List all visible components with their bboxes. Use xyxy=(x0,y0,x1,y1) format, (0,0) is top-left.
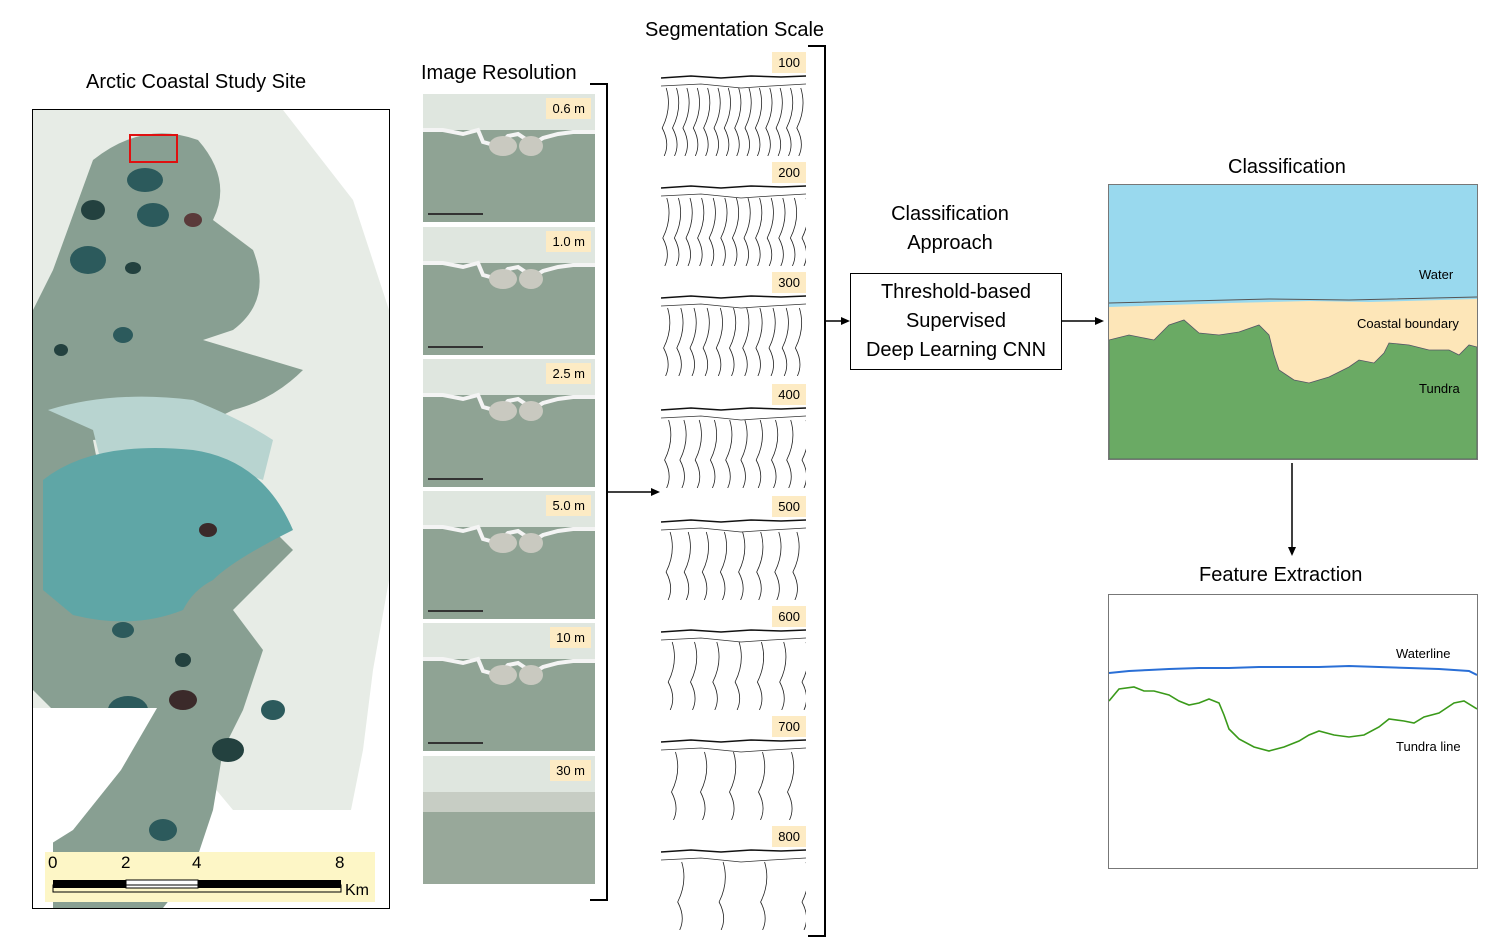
resolution-label: 2.5 m xyxy=(546,363,591,384)
classification-map: Water Coastal boundary Tundra xyxy=(1108,184,1478,460)
segmentation-label: 800 xyxy=(772,826,806,847)
segmentation-label: 400 xyxy=(772,384,806,405)
study-site-map: 0 2 4 8 Km xyxy=(32,109,390,909)
resolution-label: 1.0 m xyxy=(546,231,591,252)
resolution-label: 0.6 m xyxy=(546,98,591,119)
feature-label-waterline: Waterline xyxy=(1396,646,1451,661)
resolution-image-0: 0.6 m xyxy=(423,94,595,222)
class-label-water: Water xyxy=(1419,267,1454,282)
segmentation-image-0: 100 xyxy=(661,48,806,156)
approach-methods-box: Threshold-based Supervised Deep Learning… xyxy=(850,273,1062,370)
segmentation-image-1: 200 xyxy=(661,158,806,266)
resolution-image-2: 2.5 m xyxy=(423,359,595,487)
segmentation-image-7: 800 xyxy=(661,822,806,930)
feature-lines xyxy=(1109,664,1477,752)
segmentation-image-2: 300 xyxy=(661,268,806,376)
feature-panel: Waterline Tundra line xyxy=(1108,594,1478,869)
approach-title-line1: Classification xyxy=(891,203,1009,225)
waterline-path xyxy=(1109,664,1477,676)
feature-label-tundraline: Tundra line xyxy=(1396,739,1461,754)
segmentation-label: 300 xyxy=(772,272,806,293)
resolution-image-3: 5.0 m xyxy=(423,491,595,619)
approach-title-line2: Approach xyxy=(907,232,993,254)
scale-tick-8: 8 xyxy=(335,853,345,872)
resolution-label: 5.0 m xyxy=(546,495,591,516)
segmentation-label: 100 xyxy=(772,52,806,73)
approach-title: Classification Approach xyxy=(870,200,1030,258)
feature-title: Feature Extraction xyxy=(1199,564,1363,586)
resolution-image-5: 30 m xyxy=(423,756,595,884)
study-site-title: Arctic Coastal Study Site xyxy=(86,71,307,93)
segmentation-title: Segmentation Scale xyxy=(645,19,825,41)
resolution-image-4: 10 m xyxy=(423,623,595,751)
segmentation-label: 500 xyxy=(772,496,806,517)
scale-tick-4: 4 xyxy=(192,853,202,872)
segmentation-label: 700 xyxy=(772,716,806,737)
class-label-coastal: Coastal boundary xyxy=(1357,316,1459,331)
segmentation-thumb xyxy=(661,380,806,488)
resolution-image-1: 1.0 m xyxy=(423,227,595,355)
segmentation-image-6: 700 xyxy=(661,712,806,820)
segmentation-label: 600 xyxy=(772,606,806,627)
classification-map-image xyxy=(1109,185,1477,459)
segmentation-label: 200 xyxy=(772,162,806,183)
scale-tick-2: 2 xyxy=(121,853,131,872)
scale-unit: Km xyxy=(345,882,369,899)
segmentation-image-4: 500 xyxy=(661,492,806,600)
method-threshold: Threshold-based xyxy=(880,281,1032,303)
resolution-label: 30 m xyxy=(550,760,591,781)
scale-tick-0: 0 xyxy=(48,853,58,872)
segmentation-image-3: 400 xyxy=(661,380,806,488)
method-supervised: Supervised xyxy=(905,310,1007,332)
method-cnn: Deep Learning CNN xyxy=(865,339,1047,361)
resolution-label: 10 m xyxy=(550,627,591,648)
segmentation-thumb xyxy=(661,492,806,600)
segmentation-image-5: 600 xyxy=(661,602,806,710)
classification-title: Classification xyxy=(1228,156,1346,178)
class-label-tundra: Tundra xyxy=(1419,381,1460,396)
resolution-title: Image Resolution xyxy=(421,62,577,84)
study-site-map-image xyxy=(33,110,389,908)
tundraline-path xyxy=(1109,686,1477,752)
tundra-area xyxy=(1109,319,1477,459)
